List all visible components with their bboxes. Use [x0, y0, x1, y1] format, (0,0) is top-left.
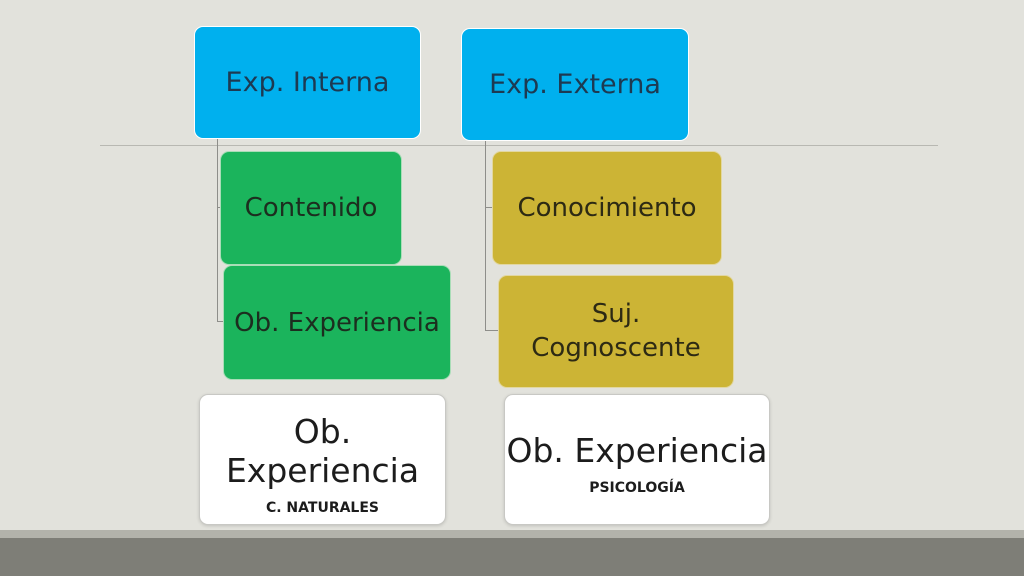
footer-band-light	[0, 530, 1024, 538]
left-child-node-1: Contenido	[220, 151, 402, 265]
right-child-node-1: Conocimiento	[492, 151, 722, 265]
right-connector-child2	[485, 330, 499, 331]
right-result-subtitle: PSICOLOGÍA	[589, 480, 685, 496]
right-result-title: Ob. Experiencia	[506, 431, 768, 470]
footer-band-dark	[0, 538, 1024, 576]
left-connector-child1	[217, 207, 222, 208]
right-result-box: Ob. Experiencia PSICOLOGÍA	[504, 394, 770, 525]
right-connector-child1	[485, 207, 493, 208]
left-result-title: Ob. Experiencia	[225, 411, 420, 490]
right-connector-vertical	[485, 140, 486, 331]
left-connector-child2	[217, 321, 224, 322]
left-root-node: Exp. Interna	[194, 26, 421, 139]
right-child-node-2: Suj. Cognoscente	[498, 275, 734, 388]
right-child-label-2: Suj. Cognoscente	[531, 298, 701, 363]
left-result-box: Ob. Experiencia C. NATURALES	[199, 394, 446, 525]
left-child-label-1: Contenido	[244, 193, 378, 223]
left-child-label-2: Ob. Experiencia	[234, 307, 440, 338]
right-root-node: Exp. Externa	[461, 28, 689, 141]
left-child-node-2: Ob. Experiencia	[223, 265, 451, 380]
left-connector-vertical	[217, 138, 218, 322]
right-child-label-1: Conocimiento	[517, 193, 697, 223]
right-root-label: Exp. Externa	[489, 69, 661, 100]
left-root-label: Exp. Interna	[225, 67, 390, 98]
left-result-subtitle: C. NATURALES	[265, 499, 380, 516]
divider-line	[100, 145, 938, 146]
